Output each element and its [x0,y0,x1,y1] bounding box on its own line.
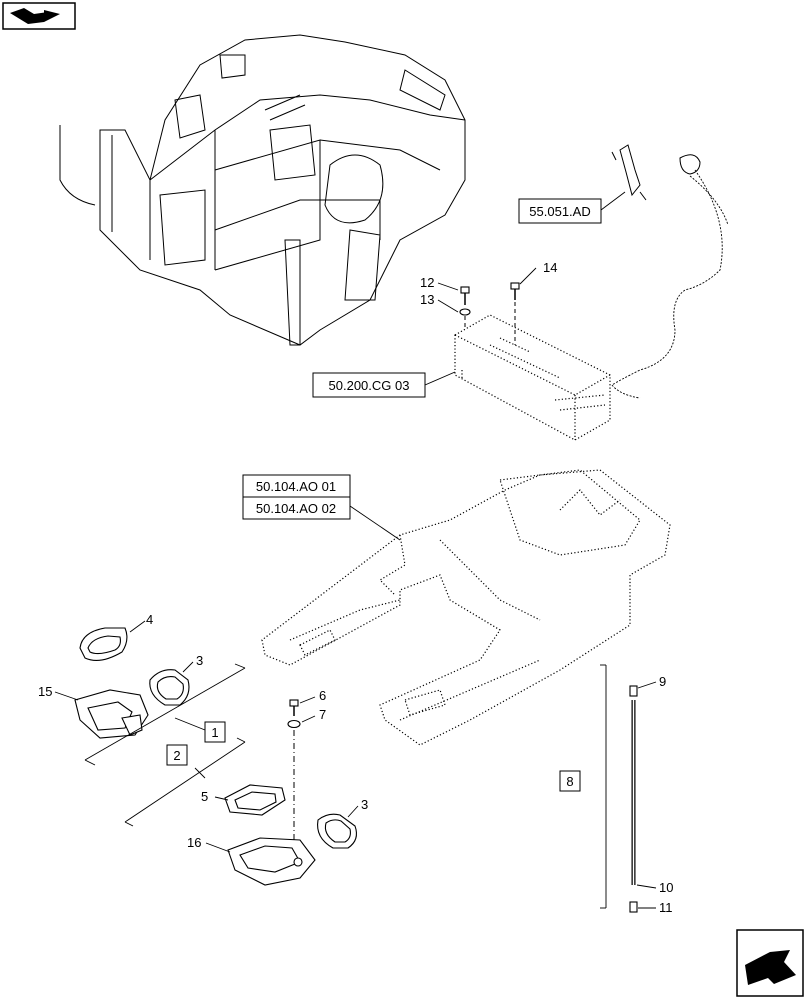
callout-9: 9 [659,674,666,689]
duct-housing-16 [227,837,316,886]
group-2-bracket [124,737,246,827]
ref-label: 50.200.CG 03 [329,378,410,393]
floor-platform-drawing [261,469,671,746]
battery-box-drawing [454,314,611,441]
callout-14: 14 [543,260,557,275]
ref-box-50-104-ao-01[interactable]: 50.104.AO 01 [242,474,351,498]
wire-harness-drawing [611,144,729,399]
duct-ring-3a [149,669,190,706]
duct-ring-3b [317,813,357,849]
callout-12: 12 [420,275,434,290]
ref-label: 50.104.AO 01 [256,479,336,494]
group-label: 8 [566,774,573,789]
ref-box-50-200-cg-03[interactable]: 50.200.CG 03 [312,372,426,398]
group-label: 2 [173,748,180,763]
fastener-6-7 [287,699,301,840]
callout-4: 4 [146,612,153,627]
book-arrow-icon[interactable] [2,2,76,30]
leader-lines [54,191,657,909]
fastener-14 [510,282,520,345]
group-box-1[interactable]: 1 [204,721,226,743]
callout-13: 13 [420,292,434,307]
cab-frame-drawing [59,34,466,346]
ref-label: 55.051.AD [529,204,590,219]
group-label: 1 [211,725,218,740]
callout-6: 6 [319,688,326,703]
group-box-8[interactable]: 8 [559,770,581,792]
group-box-2[interactable]: 2 [166,744,188,766]
callout-3a: 3 [196,653,203,668]
ref-box-50-104-ao-02[interactable]: 50.104.AO 02 [242,496,351,520]
group-1-bracket [84,663,246,766]
duct-ring-4 [79,627,128,661]
callout-15: 15 [38,684,52,699]
callout-7: 7 [319,707,326,722]
fastener-12-13 [459,286,471,330]
next-page-arrow-icon[interactable] [736,929,804,997]
callout-5: 5 [201,789,208,804]
callout-16: 16 [187,835,201,850]
ref-box-55-051-ad[interactable]: 55.051.AD [518,198,602,224]
callout-10: 10 [659,880,673,895]
callout-11: 11 [659,900,673,915]
ref-label: 50.104.AO 02 [256,501,336,516]
duct-housing-15 [74,689,149,739]
callout-3b: 3 [361,797,368,812]
rod-assembly [600,664,638,913]
duct-ring-5 [224,784,286,816]
